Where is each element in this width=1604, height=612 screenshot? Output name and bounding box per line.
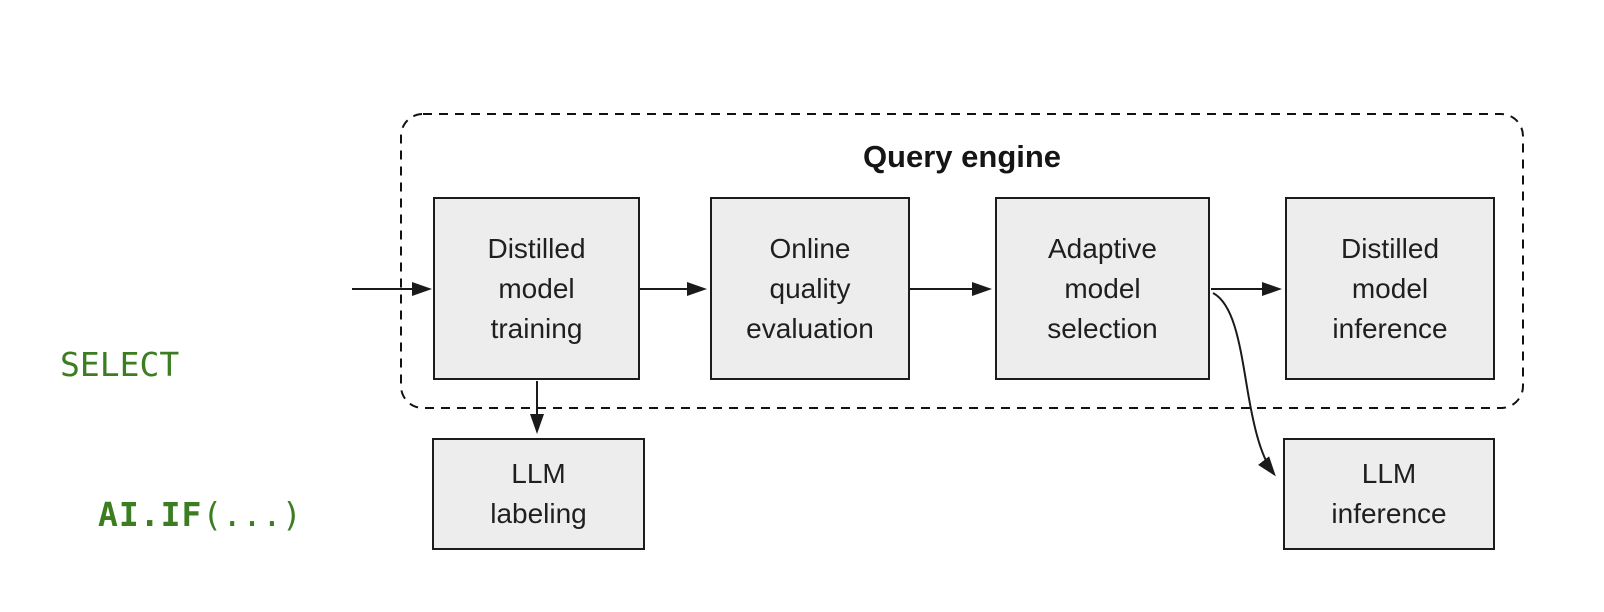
sql-line-select: SELECT xyxy=(60,345,180,384)
sql-args: (...) xyxy=(202,495,302,534)
node-label: LLM labeling xyxy=(490,458,587,529)
node-adaptive-model-selection: Adaptive model selection xyxy=(995,197,1210,380)
node-label: Distilled model training xyxy=(487,232,586,344)
node-label: Adaptive model selection xyxy=(1047,232,1158,344)
node-distilled-model-training: Distilled model training xyxy=(433,197,640,380)
node-label: LLM inference xyxy=(1331,458,1447,529)
query-engine-title: Query engine xyxy=(862,139,1062,174)
node-label: Distilled model inference xyxy=(1332,232,1448,344)
node-online-quality-evaluation: Online quality evaluation xyxy=(710,197,910,380)
sql-query-snippet: SELECT AI.IF(...) xyxy=(60,240,302,612)
node-label: Online quality evaluation xyxy=(746,232,874,344)
sql-line-ai-if: AI.IF(...) xyxy=(60,490,302,540)
node-distilled-model-inference: Distilled model inference xyxy=(1285,197,1495,380)
node-llm-inference: LLM inference xyxy=(1283,438,1495,550)
node-llm-labeling: LLM labeling xyxy=(432,438,645,550)
sql-keyword-ai-if: AI.IF xyxy=(98,495,203,534)
